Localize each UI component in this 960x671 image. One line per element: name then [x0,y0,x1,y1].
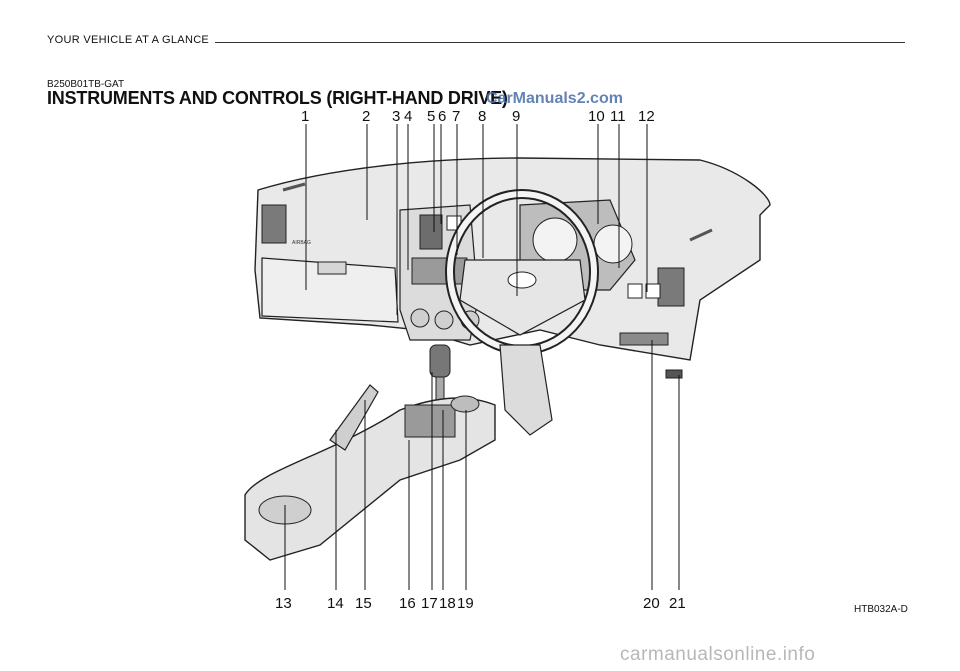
glove-box [261,257,399,323]
watermark-top: CarManuals2.com [486,90,623,107]
glove-box-handle [317,261,347,275]
watermark-bottom: carmanualsonline.info [620,644,816,665]
driver-air-vent [657,267,685,307]
center-console [244,397,496,561]
lower-storage-tray [619,332,669,346]
gear-shift-knob [429,344,451,378]
parking-brake-lever [329,384,379,451]
console-switch-block [404,404,456,438]
callout-1: 1 [301,108,309,125]
callout-14: 14 [327,595,344,612]
heater-knob-left [410,308,430,328]
callout-10: 10 [588,108,605,125]
switch-panel-a [627,283,643,299]
figure-code: HTB032A-D [854,604,908,615]
steering-wheel-hub [459,259,586,336]
header-rule [215,42,905,43]
callout-9: 9 [512,108,520,125]
callout-6: 6 [438,108,446,125]
callout-11: 11 [610,108,626,125]
callouts-top: 1 2 3 4 5 6 7 8 9 10 11 12 [301,108,655,125]
steering-logo [507,271,537,289]
callout-16: 16 [399,595,416,612]
defrost-grille-right [689,228,713,242]
steering-column [499,344,553,436]
callout-8: 8 [478,108,486,125]
callout-4: 4 [404,108,412,125]
defrost-grille [282,182,306,192]
callout-2: 2 [362,108,370,125]
passenger-air-vent [261,204,287,244]
callout-7: 7 [452,108,460,125]
hood-release-lever [665,369,683,379]
audio-unit [411,257,468,285]
airbag-label: AIRBAG [292,240,311,246]
callout-15: 15 [355,595,372,612]
callouts-bottom: 13 14 15 16 17 18 19 20 21 [275,595,686,612]
callout-20: 20 [643,595,660,612]
rear-cup-holder [450,395,480,413]
heater-knob-center [434,310,454,330]
callout-19: 19 [457,595,474,612]
callout-17: 17 [421,595,438,612]
leader-lines [284,124,680,590]
callout-21: 21 [669,595,686,612]
callout-18: 18 [439,595,456,612]
page-title: INSTRUMENTS AND CONTROLS (RIGHT-HAND DRI… [47,88,508,108]
switch-panel-b [645,283,661,299]
callout-5: 5 [427,108,435,125]
callout-3: 3 [392,108,400,125]
speedometer [532,217,578,263]
center-air-vent [419,214,443,250]
tachometer [593,224,633,264]
document-code: B250B01TB-GAT [47,79,125,90]
section-header: YOUR VEHICLE AT A GLANCE [47,34,210,46]
callout-13: 13 [275,595,292,612]
callout-12: 12 [638,108,655,125]
